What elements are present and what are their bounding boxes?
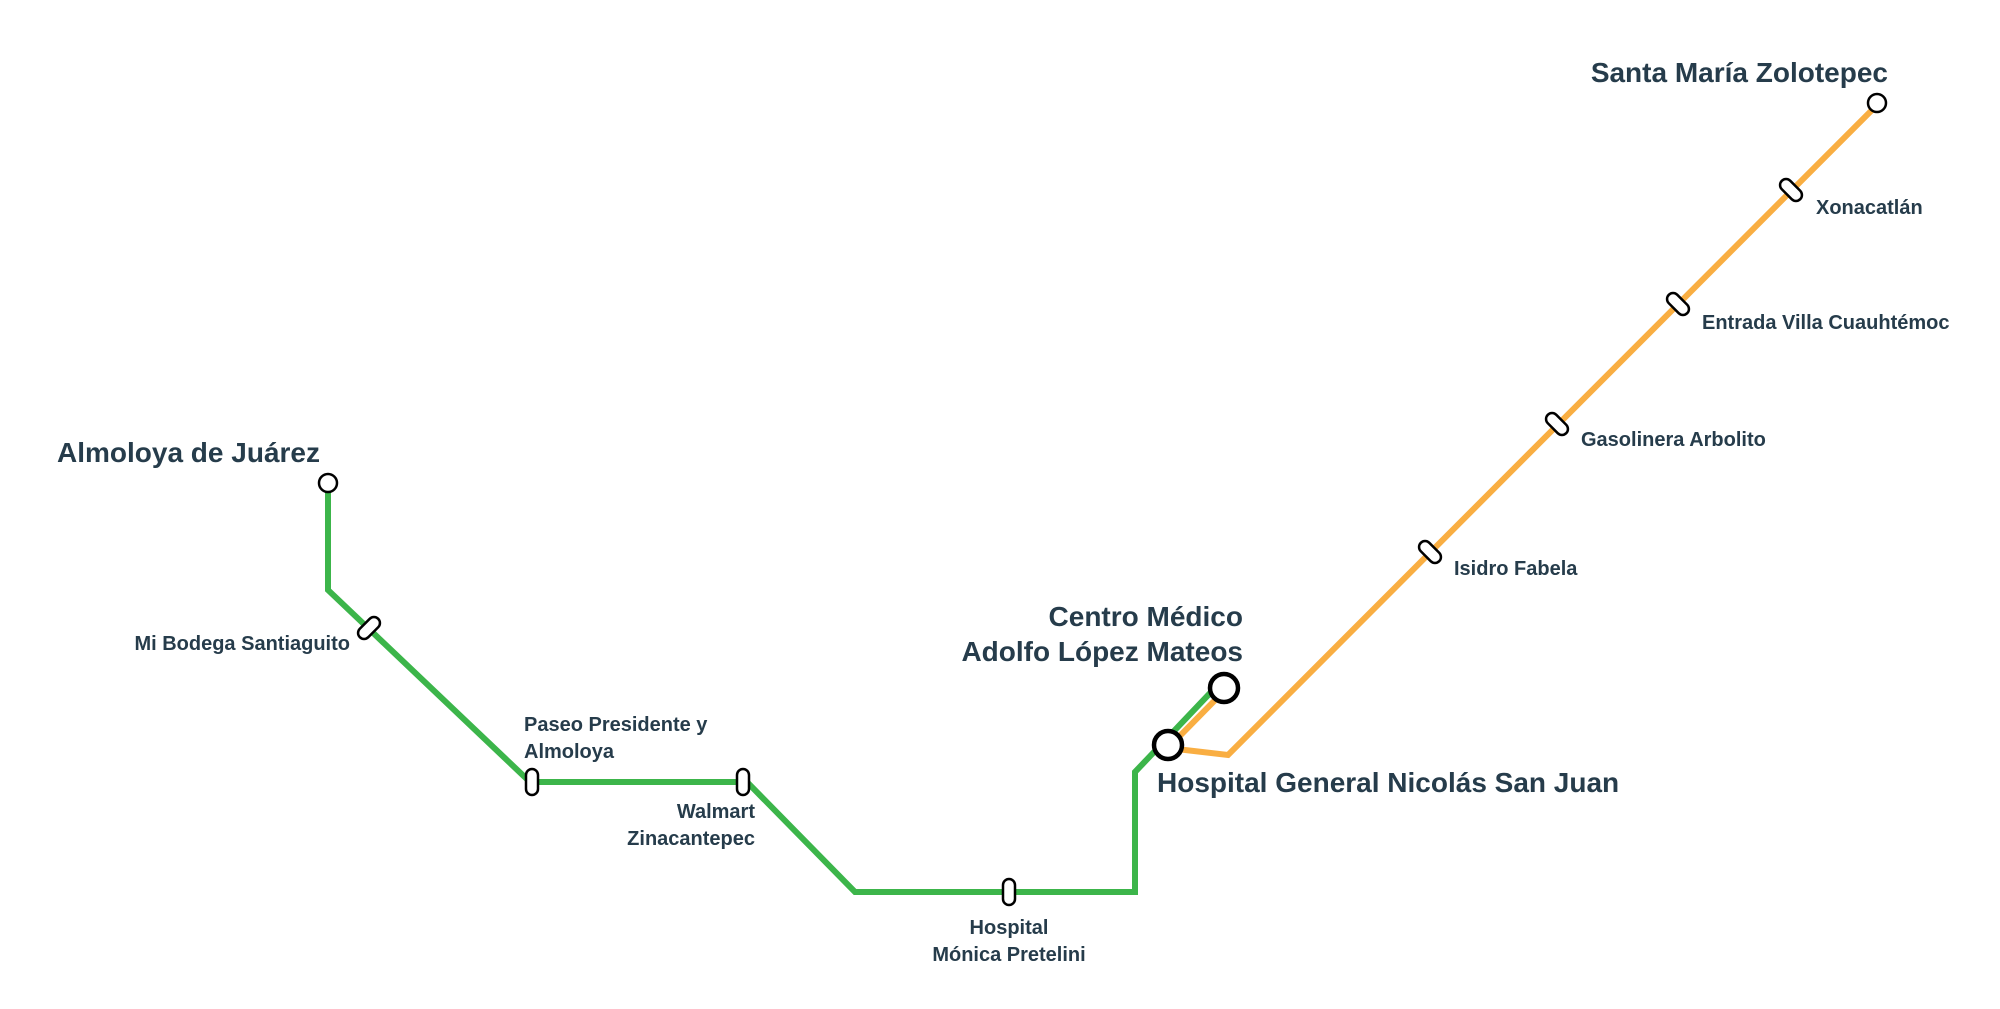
label-hospital-general: Hospital General Nicolás San Juan bbox=[1157, 767, 1619, 798]
label-paseo-presidente-line2: Almoloya bbox=[524, 741, 615, 763]
label-mi-bodega-santiaguito: Mi Bodega Santiaguito bbox=[134, 633, 350, 655]
label-gasolinera-arbolito: Gasolinera Arbolito bbox=[1581, 429, 1766, 451]
station-marker-walmart[interactable] bbox=[735, 767, 751, 797]
station-marker-paseo-presidente[interactable] bbox=[524, 767, 540, 797]
label-santa-maria-zolotepec: Santa María Zolotepec bbox=[1591, 57, 1888, 88]
label-paseo-presidente-line1: Paseo Presidente y bbox=[524, 714, 708, 736]
label-almoloya-de-juarez: Almoloya de Juárez bbox=[57, 437, 320, 468]
label-hospital-monica-line1: Hospital bbox=[970, 917, 1049, 939]
station-marker-hospital-monica[interactable] bbox=[1001, 877, 1017, 907]
terminal-marker-hospital-general[interactable] bbox=[1151, 728, 1185, 762]
orange-route-line bbox=[1167, 100, 1882, 759]
label-walmart-line1: Walmart bbox=[677, 801, 756, 823]
label-centro-medico-line2: Adolfo López Mateos bbox=[961, 636, 1243, 667]
station-marker-gasolinera[interactable] bbox=[1544, 411, 1571, 438]
station-marker-mi-bodega[interactable] bbox=[356, 615, 383, 642]
station-marker-villa-cuauhtemoc[interactable] bbox=[1665, 291, 1692, 318]
green-route-line bbox=[325, 483, 1216, 895]
terminal-marker-santa-maria[interactable] bbox=[1866, 92, 1888, 114]
label-centro-medico-line1: Centro Médico bbox=[1049, 601, 1243, 632]
label-xonacatlan: Xonacatlán bbox=[1816, 197, 1923, 219]
terminal-marker-centro-medico[interactable] bbox=[1207, 671, 1241, 705]
label-entrada-villa-cuauhtemoc: Entrada Villa Cuauhtémoc bbox=[1702, 312, 1949, 334]
station-marker-isidro-fabela[interactable] bbox=[1417, 539, 1444, 566]
label-isidro-fabela: Isidro Fabela bbox=[1454, 558, 1578, 580]
station-marker-xonacatlan[interactable] bbox=[1778, 177, 1805, 204]
label-walmart-line2: Zinacantepec bbox=[627, 828, 755, 850]
terminal-marker-almoloya[interactable] bbox=[317, 472, 339, 494]
label-hospital-monica-line2: Mónica Pretelini bbox=[932, 944, 1085, 966]
